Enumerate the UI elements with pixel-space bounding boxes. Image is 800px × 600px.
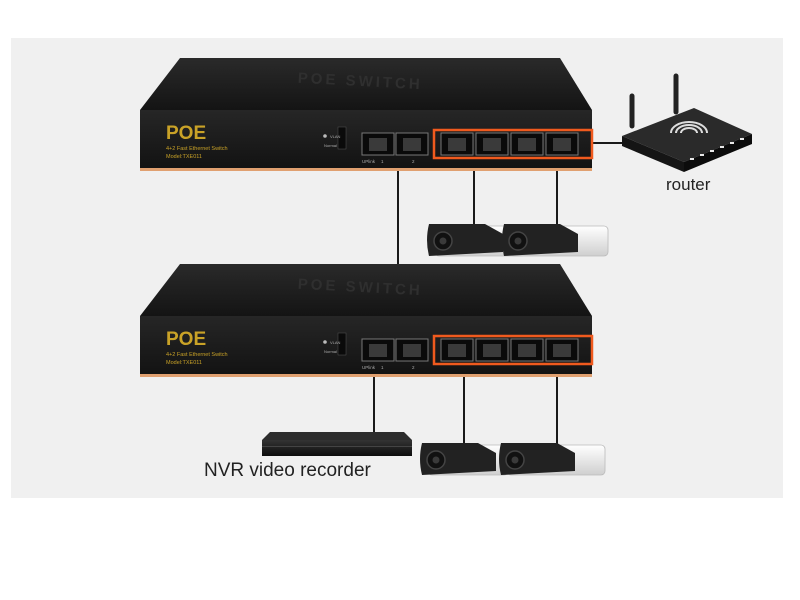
ip-camera-3 [420, 443, 509, 476]
uplink-port-1-socket [369, 138, 387, 151]
switch-top-panel [140, 58, 592, 110]
switch-model: Model:TXE011 [166, 360, 202, 366]
poe-port-3-socket [518, 344, 536, 357]
camera-lens-center [511, 456, 519, 464]
switch-top-label: POE SWITCH [297, 70, 423, 94]
wifi-icon [670, 121, 708, 134]
mode-label-normal: Normal [324, 143, 337, 148]
uplink-port-number-1: 1 [381, 159, 384, 164]
nvr-front-stripe [262, 446, 412, 447]
poe-port-4-socket [553, 344, 571, 357]
switch-top-label: POE SWITCH [297, 276, 423, 300]
poe-port-1-socket [448, 344, 466, 357]
led-indicator-icon [323, 134, 327, 138]
cables [373, 142, 630, 445]
nvr-front [262, 440, 412, 456]
uplink-port-2-socket [403, 344, 421, 357]
nvr-recorder-icon [262, 432, 412, 456]
ip-camera-2 [502, 224, 609, 257]
uplink-port-number-1: 1 [381, 365, 384, 370]
router-leds [690, 138, 744, 160]
mode-label-normal: Normal [324, 349, 337, 354]
uplink-label: UPlink [362, 365, 376, 370]
camera-lens-center [514, 237, 522, 245]
switch-brand: POE [166, 329, 206, 350]
poe-port-3-socket [518, 138, 536, 151]
mode-label-vlan: VLAN [330, 340, 341, 345]
router-icon [622, 73, 752, 172]
poe-port-1-socket [448, 138, 466, 151]
led-indicator-icon [323, 340, 327, 344]
uplink-port-2-socket [403, 138, 421, 151]
poe-port-2-socket [483, 344, 501, 357]
mode-toggle [337, 126, 347, 150]
mode-toggle [337, 332, 347, 356]
poe-port-4-socket [553, 138, 571, 151]
camera-lens-center [439, 237, 447, 245]
uplink-port-number-2: 2 [412, 159, 415, 164]
uplink-label: UPlink [362, 159, 376, 164]
router-front [622, 136, 684, 172]
router-side [684, 134, 752, 172]
nvr-top [262, 432, 412, 440]
switch-model: Model:TXE011 [166, 154, 202, 160]
uplink-port-number-2: 2 [412, 365, 415, 370]
poe-port-2-socket [483, 138, 501, 151]
uplink-port-1-socket [369, 344, 387, 357]
switch-top-panel [140, 264, 592, 316]
ip-camera-4 [499, 443, 606, 476]
poe-port-group [432, 128, 594, 160]
switch-bottom-edge [140, 374, 592, 377]
poe-switch-2: POE SWITCH POE 4+2 Fast Ethernet Switch … [140, 264, 594, 377]
mode-label-vlan: VLAN [330, 134, 341, 139]
router-top [622, 108, 752, 162]
camera-lens-center [432, 456, 440, 464]
router-label: router [666, 175, 711, 194]
switch-brand: POE [166, 123, 206, 144]
poe-switch-1: POE SWITCH POE 4+2 Fast Ethernet Switch … [140, 58, 594, 171]
switch-bottom-edge [140, 168, 592, 171]
switch-subtitle: 4+2 Fast Ethernet Switch [166, 352, 228, 358]
switch-subtitle: 4+2 Fast Ethernet Switch [166, 146, 228, 152]
poe-port-group [432, 334, 594, 366]
nvr-label: NVR video recorder [204, 460, 372, 481]
